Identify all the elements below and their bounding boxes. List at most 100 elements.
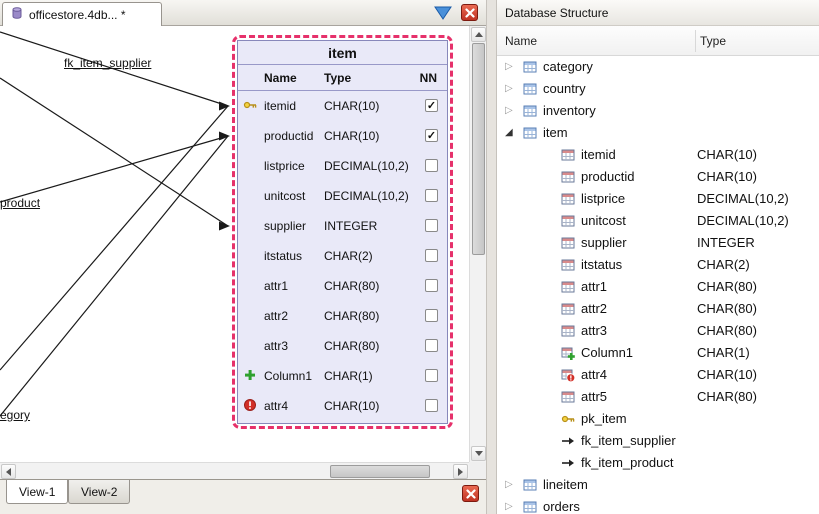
entity-selection-outline[interactable]: item Name Type NN itemid CHAR(10) ✓ prod…	[232, 35, 453, 429]
entity-row[interactable]: listprice DECIMAL(10,2)	[238, 151, 447, 181]
tree-row[interactable]: ▷ country	[497, 78, 819, 100]
entity-row-name: attr3	[264, 331, 288, 361]
filter-dropdown-icon[interactable]	[434, 6, 454, 21]
tree-row[interactable]: ▷ orders	[497, 496, 819, 514]
tree-row[interactable]: ▷ lineitem	[497, 474, 819, 496]
panel-splitter[interactable]	[486, 0, 497, 514]
column-header-type[interactable]: Type	[700, 26, 726, 56]
entity-row-type: CHAR(1)	[324, 361, 373, 391]
column-header-name[interactable]: Name	[505, 26, 537, 56]
tree-item-icon	[561, 412, 575, 426]
relationship-label-fk-item-supplier[interactable]: fk_item_supplier	[64, 56, 151, 70]
nn-checkbox[interactable]	[425, 219, 438, 232]
tree-row[interactable]: productid CHAR(10)	[497, 166, 819, 188]
tree-item-type: CHAR(1)	[697, 342, 750, 364]
scroll-right-button[interactable]	[453, 464, 468, 479]
nn-checkbox[interactable]	[425, 279, 438, 292]
close-view-button[interactable]	[462, 485, 479, 502]
tree-row[interactable]: itstatus CHAR(2)	[497, 254, 819, 276]
tree-row[interactable]: attr5 CHAR(80)	[497, 386, 819, 408]
nn-checkbox[interactable]	[425, 309, 438, 322]
relationship-label-product[interactable]: product	[0, 196, 40, 210]
entity-row[interactable]: itstatus CHAR(2)	[238, 241, 447, 271]
entity-row-type: INTEGER	[324, 211, 377, 241]
tree-row[interactable]: fk_item_supplier	[497, 430, 819, 452]
tree-row[interactable]: fk_item_product	[497, 452, 819, 474]
tree-row[interactable]: ◢ item	[497, 122, 819, 144]
tree-row[interactable]: listprice DECIMAL(10,2)	[497, 188, 819, 210]
expander-icon[interactable]: ◢	[505, 122, 517, 144]
vertical-scrollbar[interactable]	[469, 26, 486, 462]
horizontal-scrollbar[interactable]	[0, 462, 469, 479]
entity-row[interactable]: productid CHAR(10) ✓	[238, 121, 447, 151]
document-tab[interactable]: officestore.4db... *	[2, 2, 162, 26]
tree-item-label: attr1	[581, 276, 607, 298]
tree-item-type: CHAR(80)	[697, 276, 757, 298]
entity-row-icon	[243, 308, 259, 324]
panel-title: Database Structure	[497, 0, 819, 26]
tree-item-icon	[561, 302, 575, 316]
tree-item-label: orders	[543, 496, 580, 514]
scrollbar-corner	[469, 462, 486, 479]
expander-icon[interactable]: ▷	[505, 496, 517, 514]
entity-item-table[interactable]: item Name Type NN itemid CHAR(10) ✓ prod…	[237, 40, 448, 424]
tree-item-icon	[561, 170, 575, 184]
tree-row[interactable]: Column1 CHAR(1)	[497, 342, 819, 364]
nn-checkbox[interactable]	[425, 369, 438, 382]
entity-row-type: CHAR(10)	[324, 91, 379, 121]
tree-row[interactable]: attr4 CHAR(10)	[497, 364, 819, 386]
tab-view-1[interactable]: View-1	[6, 480, 68, 504]
tab-view-2[interactable]: View-2	[68, 480, 130, 504]
nn-checkbox[interactable]	[425, 339, 438, 352]
expander-icon[interactable]: ▷	[505, 100, 517, 122]
tree-item-label: unitcost	[581, 210, 626, 232]
entity-row[interactable]: unitcost DECIMAL(10,2)	[238, 181, 447, 211]
entity-row[interactable]: attr4 CHAR(10)	[238, 391, 447, 421]
tree-row[interactable]: ▷ inventory	[497, 100, 819, 122]
expander-icon[interactable]: ▷	[505, 474, 517, 496]
tree-row[interactable]: pk_item	[497, 408, 819, 430]
entity-row-type: DECIMAL(10,2)	[324, 181, 409, 211]
tree-item-type: CHAR(10)	[697, 166, 757, 188]
tree-row[interactable]: attr2 CHAR(80)	[497, 298, 819, 320]
scroll-up-button[interactable]	[471, 27, 486, 42]
nn-checkbox[interactable]	[425, 159, 438, 172]
diagram-canvas[interactable]: fk_item_supplier product egory item Name…	[0, 26, 469, 462]
tree-row[interactable]: attr3 CHAR(80)	[497, 320, 819, 342]
entity-row-icon	[243, 218, 259, 234]
tree-column-header: Name Type	[497, 26, 819, 56]
expander-icon[interactable]: ▷	[505, 56, 517, 78]
horizontal-scrollbar-thumb[interactable]	[330, 465, 430, 478]
database-icon	[10, 6, 24, 23]
nn-checkbox[interactable]	[425, 399, 438, 412]
scroll-left-button[interactable]	[1, 464, 16, 479]
relationship-label-category[interactable]: egory	[0, 408, 30, 422]
expander-icon[interactable]: ▷	[505, 78, 517, 100]
entity-row-name: attr1	[264, 271, 288, 301]
tree-item-icon	[561, 280, 575, 294]
entity-row-icon	[243, 278, 259, 294]
nn-checkbox[interactable]: ✓	[425, 129, 438, 142]
entity-row-type: CHAR(80)	[324, 271, 379, 301]
nn-checkbox[interactable]	[425, 189, 438, 202]
nn-checkbox[interactable]	[425, 249, 438, 262]
tree-row[interactable]: attr1 CHAR(80)	[497, 276, 819, 298]
entity-row[interactable]: Column1 CHAR(1)	[238, 361, 447, 391]
close-diagram-button[interactable]	[461, 4, 478, 21]
entity-row[interactable]: attr3 CHAR(80)	[238, 331, 447, 361]
entity-row[interactable]: itemid CHAR(10) ✓	[238, 91, 447, 121]
nn-checkbox[interactable]: ✓	[425, 99, 438, 112]
entity-row[interactable]: attr2 CHAR(80)	[238, 301, 447, 331]
scroll-down-button[interactable]	[471, 446, 486, 461]
tree-row[interactable]: supplier INTEGER	[497, 232, 819, 254]
tree-item-label: listprice	[581, 188, 625, 210]
entity-row[interactable]: attr1 CHAR(80)	[238, 271, 447, 301]
tree-row[interactable]: itemid CHAR(10)	[497, 144, 819, 166]
vertical-scrollbar-thumb[interactable]	[472, 43, 485, 255]
tree-row[interactable]: unitcost DECIMAL(10,2)	[497, 210, 819, 232]
tree-row[interactable]: ▷ category	[497, 56, 819, 78]
entity-row[interactable]: supplier INTEGER	[238, 211, 447, 241]
column-separator[interactable]	[695, 30, 696, 52]
entity-row-icon	[243, 98, 259, 114]
entity-row-icon	[243, 158, 259, 174]
